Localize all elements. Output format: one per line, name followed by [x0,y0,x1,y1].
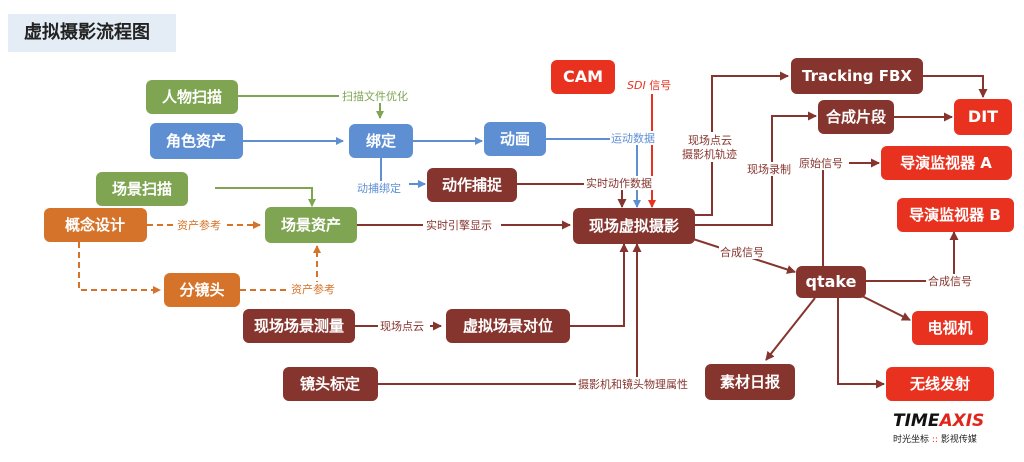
node-qtake-label: qtake [806,272,857,291]
node-character-asset: 角色资产 [150,123,243,159]
label-onsite-record: 现场录制 [747,162,791,176]
node-director-a-label: 导演监视器 A [900,154,992,172]
node-mocap-label: 动作捕捉 [442,176,503,194]
node-daily-report-label: 素材日报 [720,373,780,391]
logo-wordmark: TIMEAXIS [893,411,985,431]
node-cam-label: CAM [563,67,603,86]
edge-qtake-to-wireless [837,298,885,389]
logo-subtitle: 时光坐标 :: 影视传媒 [893,435,977,445]
node-director-b-label: 导演监视器 B [909,206,1001,224]
edge-qtake-to-tv [857,293,911,321]
node-concept-design: 概念设计 [44,208,147,242]
node-scene-asset-label: 场景资产 [281,216,341,234]
node-scene-asset: 场景资产 [265,207,357,243]
node-onsite-virtual: 现场虚拟摄影 [573,208,695,244]
node-wireless-label: 无线发射 [909,375,970,393]
label-realtime-engine: 实时引擎显示 [426,218,492,232]
node-animation: 动画 [484,122,546,156]
label-cam-lens-props: 摄影机和镜头物理属性 [578,377,688,391]
edge-storyboard-to-scene-asset [240,245,321,291]
node-director-b: 导演监视器 B [897,198,1014,232]
edge-qtake-to-daily [765,297,816,361]
node-tracking-fbx: Tracking FBX [791,58,923,94]
page-title: 虚拟摄影流程图 [8,14,176,52]
edge-tracking-to-dit [923,75,988,98]
edge-qtake-to-director-a [822,158,880,266]
node-binding: 绑定 [349,124,413,158]
label-comp-signal-1: 合成信号 [720,245,764,259]
node-director-a: 导演监视器 A [881,146,1012,180]
node-composite-clip: 合成片段 [818,100,894,134]
node-dit-label: DIT [968,107,998,126]
node-virtual-align-label: 虚拟场景对位 [463,317,553,335]
node-lens-calib: 镜头标定 [283,367,378,401]
timeaxis-logo: TIMEAXIS 时光坐标 :: 影视传媒 [893,412,997,452]
label-motion-data: 运动数据 [611,131,655,145]
node-tv: 电视机 [912,311,988,345]
node-scene-scan-label: 场景扫描 [112,180,172,198]
label-onsite-pc-track-2: 摄影机轨迹 [682,147,737,161]
edge-align-to-onsite [570,243,629,327]
label-onsite-pointcloud: 现场点云 [380,319,424,333]
node-virtual-align: 虚拟场景对位 [446,309,570,343]
label-original-signal: 原始信号 [799,156,843,170]
node-mocap: 动作捕捉 [427,168,517,202]
edge-animation-to-onsite [546,138,641,208]
node-dit: DIT [954,99,1012,135]
edge-concept-to-storyboard [78,242,161,294]
label-asset-ref-2: 资产参考 [291,282,335,296]
node-people-scan: 人物扫描 [146,80,238,114]
node-wireless: 无线发射 [886,367,994,401]
edge-scene-scan-to-scene-asset [215,187,316,207]
edge-qtake-to-director-b [866,231,959,282]
node-storyboard-label: 分镜头 [179,281,224,299]
node-qtake: qtake [796,266,866,298]
label-onsite-pc-track-1: 现场点云 [688,133,732,147]
node-storyboard: 分镜头 [164,273,240,307]
node-composite-clip-label: 合成片段 [825,108,886,126]
edge-binding-to-mocap [380,158,426,188]
label-comp-signal-2: 合成信号 [928,274,972,288]
node-binding-label: 绑定 [366,132,396,150]
label-scan-opt: 扫描文件优化 [342,89,408,103]
node-cam: CAM [551,60,615,94]
node-animation-label: 动画 [500,130,530,148]
node-tracking-fbx-label: Tracking FBX [802,67,912,85]
node-onsite-survey-label: 现场场景测量 [254,317,344,335]
node-concept-design-label: 概念设计 [65,216,125,234]
node-onsite-survey: 现场场景测量 [243,309,355,343]
node-onsite-virtual-label: 现场虚拟摄影 [589,217,679,235]
label-mocap-bind: 动捕绑定 [357,181,401,195]
node-people-scan-label: 人物扫描 [162,88,222,106]
label-sdi-signal: SDI 信号 [627,79,671,92]
node-lens-calib-label: 镜头标定 [300,375,360,393]
node-scene-scan: 场景扫描 [96,172,188,206]
node-daily-report: 素材日报 [705,364,795,400]
node-character-asset-label: 角色资产 [166,132,226,150]
label-realtime-motion: 实时动作数据 [586,176,652,190]
node-tv-label: 电视机 [927,319,972,337]
label-asset-ref-1: 资产参考 [177,218,221,232]
